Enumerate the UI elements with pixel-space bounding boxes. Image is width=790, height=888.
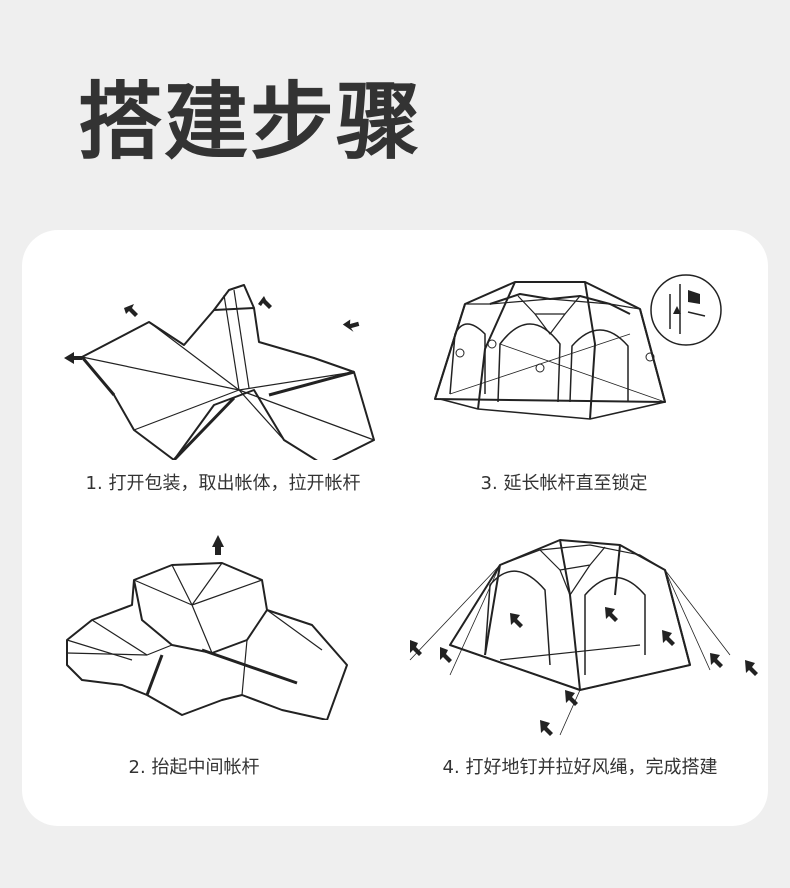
step-1-illustration bbox=[54, 280, 400, 460]
steps-card: 1. 打开包装，取出帐体，拉开帐杆 3. 延长帐杆直至锁定 2. 抬起中间帐杆 … bbox=[22, 230, 768, 826]
step-4-illustration bbox=[390, 535, 760, 740]
step-2-illustration bbox=[62, 535, 362, 720]
step-3-caption: 3. 延长帐杆直至锁定 bbox=[480, 473, 648, 494]
step-4-caption: 4. 打好地钉并拉好风绳，完成搭建 bbox=[442, 757, 718, 778]
step-2-caption: 2. 抬起中间帐杆 bbox=[128, 757, 260, 778]
page-title: 搭建步骤 bbox=[78, 73, 423, 171]
step-1-caption: 1. 打开包装，取出帐体，拉开帐杆 bbox=[85, 473, 361, 494]
step-3-illustration bbox=[430, 274, 730, 454]
